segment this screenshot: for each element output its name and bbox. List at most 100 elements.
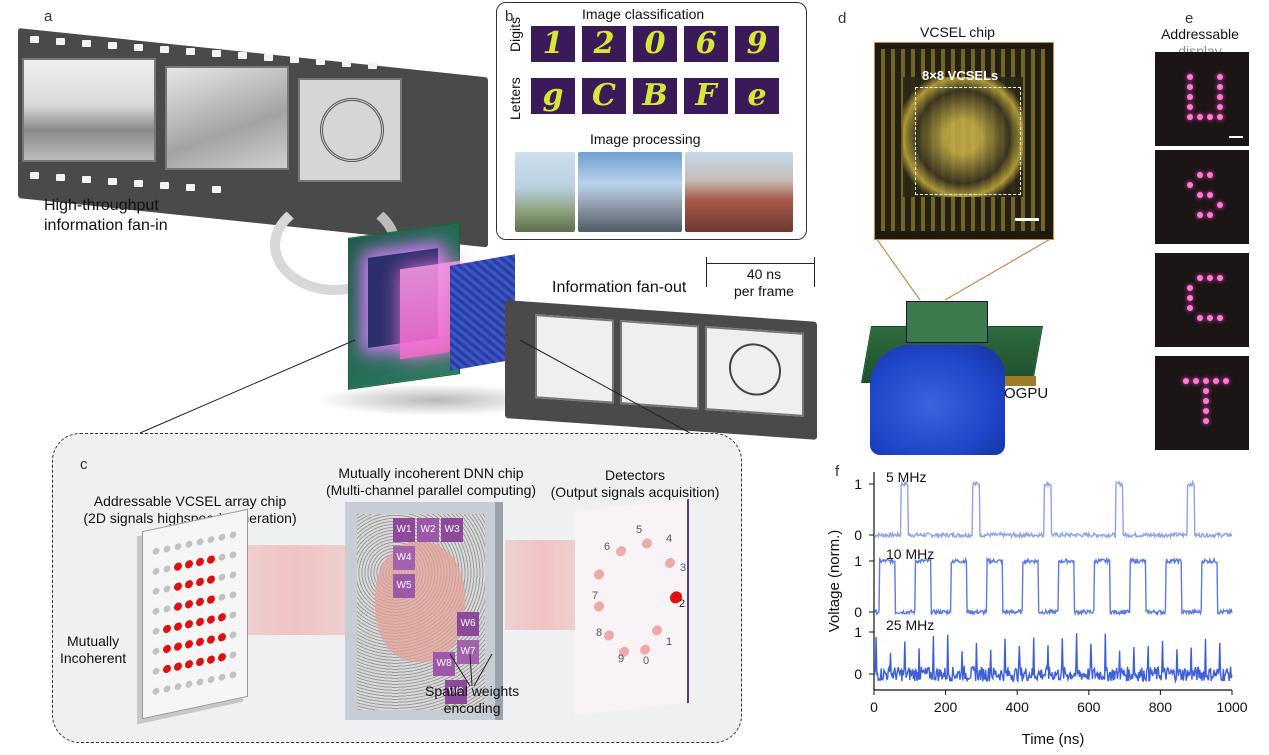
series-line bbox=[873, 633, 1233, 685]
row-label-letters: Letters bbox=[507, 77, 523, 120]
weight-block: W3 bbox=[441, 518, 463, 542]
digit-thumb: 2 bbox=[582, 26, 626, 62]
display-tile-s bbox=[1155, 150, 1249, 244]
y-tick-label: 1 bbox=[854, 624, 862, 640]
detector-number: 9 bbox=[618, 653, 625, 665]
x-tick-label: 800 bbox=[1149, 699, 1173, 715]
dnn-chip-title: Mutually incoherent DNN chip (Multi-chan… bbox=[325, 465, 537, 498]
panel-label-d: d bbox=[838, 10, 847, 27]
light-beam-in bbox=[235, 545, 355, 635]
weight-block: W5 bbox=[393, 574, 415, 598]
detector-number: 3 bbox=[680, 562, 687, 574]
weight-block: W4 bbox=[393, 546, 415, 570]
detector-dot bbox=[642, 538, 652, 549]
x-tick-label: 0 bbox=[870, 699, 878, 715]
detector-dot bbox=[619, 646, 629, 657]
vcsel-chip-photo bbox=[874, 42, 1054, 240]
y-tick-label: 0 bbox=[854, 666, 862, 682]
dnn-chip: W1 W2 W3 W4 W5 W6 W7 W8 W9 bbox=[345, 502, 495, 720]
x-tick-label: 400 bbox=[1006, 699, 1030, 715]
digit-thumb: 6 bbox=[684, 26, 728, 62]
weight-block: W9 bbox=[445, 680, 467, 704]
light-beam-out bbox=[505, 540, 580, 630]
weight-block: W8 bbox=[433, 652, 455, 676]
digit-thumb: 9 bbox=[735, 26, 779, 62]
detector-dot bbox=[652, 625, 662, 636]
letter-thumb: g bbox=[531, 78, 575, 114]
detector-dot bbox=[616, 546, 626, 557]
detector-dot bbox=[640, 644, 650, 655]
panel-label-b: b bbox=[505, 8, 514, 25]
chip-scale-bar bbox=[1015, 218, 1039, 221]
building-frame bbox=[165, 66, 289, 170]
detector-number: 5 bbox=[636, 524, 643, 536]
classification-title: Image classification bbox=[582, 6, 705, 22]
mutually-incoherent-label: Mutually Incoherent bbox=[60, 633, 127, 666]
fan-in-label: High-throughput information fan-in bbox=[44, 197, 168, 234]
detector-dot bbox=[594, 601, 604, 612]
x-tick-label: 1000 bbox=[1216, 699, 1247, 715]
x-axis-label: Time (ns) bbox=[1022, 731, 1085, 748]
series-label: 10 MHz bbox=[886, 546, 934, 562]
y-tick-label: 0 bbox=[854, 527, 862, 543]
x-tick-label: 600 bbox=[1077, 699, 1101, 715]
detector-number: 4 bbox=[666, 533, 673, 545]
weights-pointer-lines bbox=[449, 653, 493, 687]
detector-dot-active bbox=[670, 591, 682, 604]
letter-thumb: F bbox=[684, 78, 728, 114]
series-label: 5 MHz bbox=[886, 469, 926, 485]
detector-number: 0 bbox=[643, 655, 650, 667]
detector-number: 1 bbox=[666, 636, 673, 648]
spatial-weights-label: Spatial weights encoding bbox=[425, 683, 520, 716]
photo-skyline bbox=[578, 152, 682, 232]
display-tile-t bbox=[1155, 356, 1249, 450]
vcsel-array-box bbox=[915, 87, 1021, 195]
vcsel-array-plate bbox=[142, 508, 248, 720]
weight-block: W1 bbox=[393, 518, 415, 542]
frame-time-label: 40 ns per frame bbox=[734, 266, 794, 299]
vcsel-array-label: 8×8 VCSELs bbox=[922, 68, 999, 83]
weight-block: W6 bbox=[457, 612, 479, 636]
bracket-left-tick bbox=[706, 257, 707, 287]
chip-core bbox=[903, 77, 1023, 197]
ogpu-label: OGPU bbox=[1004, 385, 1049, 402]
detector-ring bbox=[594, 538, 682, 657]
vcsel-grid bbox=[152, 531, 237, 695]
bracket-right-tick bbox=[814, 257, 815, 287]
row-label-digits: Digits bbox=[507, 16, 523, 52]
x-tick-label: 200 bbox=[934, 699, 958, 715]
letter-thumb: C bbox=[582, 78, 626, 114]
photo-building bbox=[685, 152, 793, 232]
fan-out-label: Information fan-out bbox=[552, 279, 687, 296]
film-perforations bbox=[30, 36, 450, 193]
detector-number: 8 bbox=[596, 627, 603, 639]
frame-bracket bbox=[706, 263, 814, 264]
panel-label-e: e bbox=[1185, 10, 1194, 27]
series-line bbox=[873, 556, 1233, 617]
detector-dot bbox=[604, 630, 614, 641]
y-tick-label: 1 bbox=[854, 476, 862, 492]
panel-label-c: c bbox=[80, 456, 88, 473]
detector-number: 6 bbox=[604, 541, 611, 553]
detector-number: 2 bbox=[679, 598, 686, 610]
weight-block: W2 bbox=[417, 518, 439, 542]
photo-tower bbox=[515, 152, 575, 232]
letter-thumb: e bbox=[735, 78, 779, 114]
display-tile-c bbox=[1155, 253, 1249, 347]
y-axis-label: Voltage (norm.) bbox=[826, 530, 843, 633]
y-tick-label: 1 bbox=[854, 553, 862, 569]
city-frame bbox=[22, 58, 156, 162]
digit-thumb: 1 bbox=[531, 26, 575, 62]
series-line bbox=[873, 479, 1233, 540]
processing-title: Image processing bbox=[590, 131, 701, 147]
series-label: 25 MHz bbox=[886, 617, 934, 633]
panel-label-f: f bbox=[835, 463, 840, 480]
detectors-title: Detectors (Output signals acquisition) bbox=[550, 467, 720, 500]
panel-label-a: a bbox=[44, 8, 53, 25]
emblem-frame bbox=[298, 78, 402, 182]
letter-thumb: B bbox=[633, 78, 677, 114]
y-tick-label: 0 bbox=[854, 604, 862, 620]
detector-plate bbox=[575, 499, 689, 715]
